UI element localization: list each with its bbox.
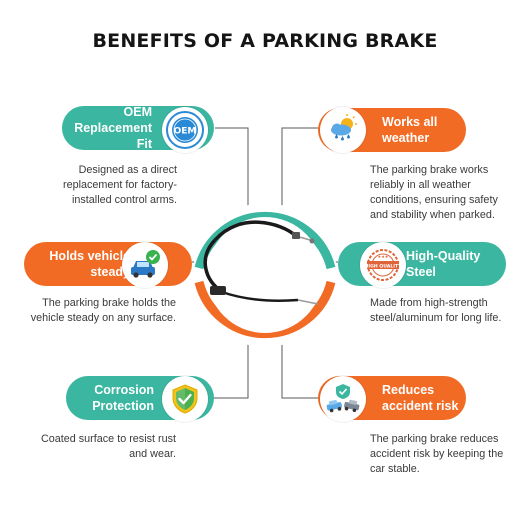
high-quality-stamp-icon: HIGH QUALITY ★★★ xyxy=(360,242,406,288)
weather-icon xyxy=(320,107,366,153)
high-quality-stamp-text: HIGH QUALITY xyxy=(365,263,403,269)
benefit-accident-description: The parking brake reduces accident risk … xyxy=(370,433,504,475)
benefit-weather-title-line2: weather xyxy=(382,131,430,145)
benefit-accident-title-line2: accident risk xyxy=(382,399,459,413)
connector-bottom-right xyxy=(281,322,318,399)
benefit-corrosion-description: Coated surface to resist rust and wear. xyxy=(40,433,176,460)
benefit-corrosion-title-line1: Corrosion xyxy=(94,383,154,397)
shield-check-icon xyxy=(162,376,208,422)
benefit-steel-title-line1: High-Quality xyxy=(406,249,481,263)
benefit-steel-description: Made from high-strength steel/aluminum f… xyxy=(370,297,502,324)
benefit-corrosion-title-line2: Protection xyxy=(92,399,154,413)
car-crash-shield-icon xyxy=(320,376,366,422)
benefit-steady-title-line1: Holds vehicle xyxy=(49,249,130,263)
benefit-oem-description: Designed as a direct replacement for fac… xyxy=(62,164,177,206)
parking-brake-cable-image xyxy=(193,203,337,347)
benefit-steady-title-line2: steady xyxy=(90,265,130,279)
benefit-weather-title-line1: Works all xyxy=(382,115,438,129)
oem-badge-text: OEM xyxy=(174,127,197,137)
benefit-steady-description: The parking brake holds the vehicle stea… xyxy=(30,297,176,324)
oem-badge-icon: OEM xyxy=(162,107,208,153)
connector-top-right xyxy=(281,127,318,232)
connector-bottom-left xyxy=(213,322,249,399)
svg-text:★★★: ★★★ xyxy=(378,254,389,259)
page-title: BENEFITS OF A PARKING BRAKE xyxy=(92,30,438,52)
car-check-icon xyxy=(122,242,168,288)
benefit-oem-title-line2: Replacement Fit xyxy=(74,121,152,151)
benefit-oem-title-line1: OEM xyxy=(123,105,152,119)
benefit-steel-title-line2: Steel xyxy=(406,265,436,279)
benefit-accident-title-line1: Reduces xyxy=(382,383,435,397)
connector-top-left xyxy=(215,127,249,232)
benefit-weather-description: The parking brake works reliably in all … xyxy=(370,164,498,221)
